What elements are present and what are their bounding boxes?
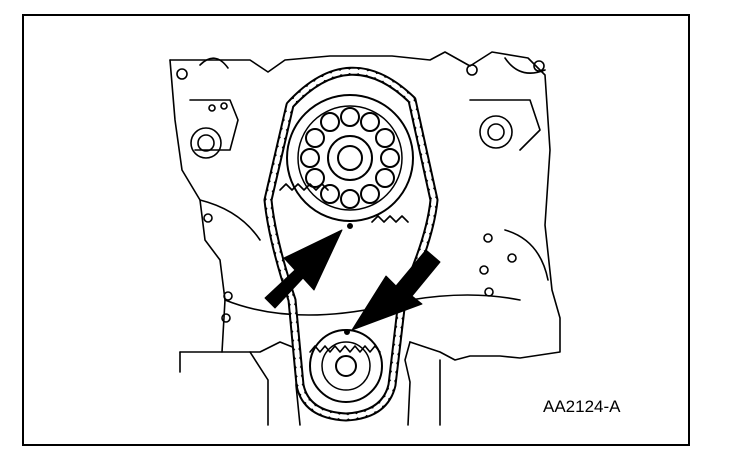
illustration-code: AA2124-A bbox=[543, 397, 621, 416]
arrow-camshaft-mark bbox=[264, 229, 343, 309]
illustration-frame bbox=[22, 14, 690, 446]
arrow-crankshaft-mark bbox=[351, 249, 441, 331]
timing-chain bbox=[263, 66, 439, 422]
camshaft-sprocket bbox=[279, 94, 414, 229]
crankshaft-sprocket bbox=[309, 329, 383, 403]
sprocket-lightening-holes bbox=[300, 107, 400, 209]
timing-mark-arrows bbox=[264, 229, 441, 331]
